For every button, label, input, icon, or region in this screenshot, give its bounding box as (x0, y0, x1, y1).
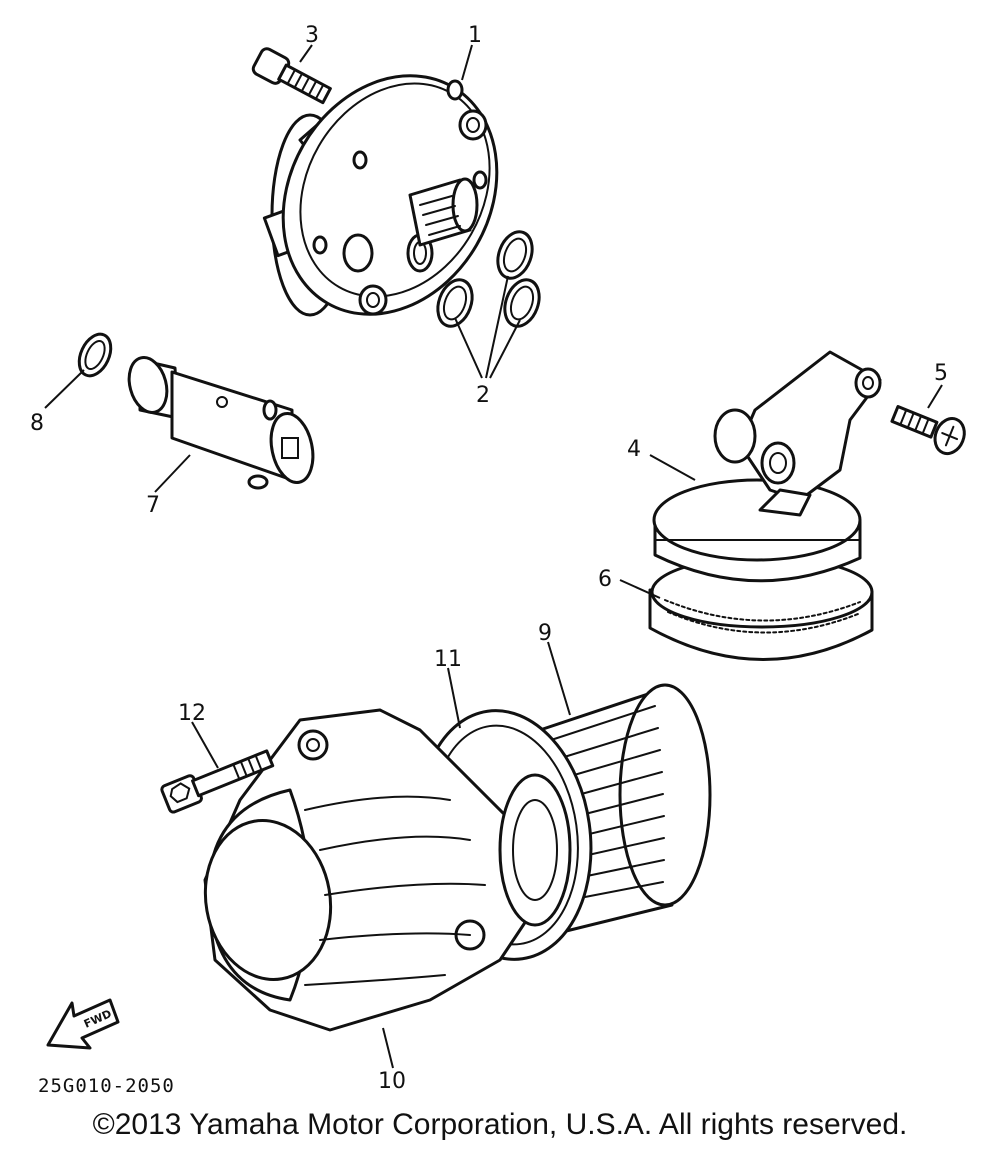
callout-numbers: 1 3 2 5 4 6 7 8 9 11 12 10 (30, 23, 948, 1094)
copyright-notice: ©2013 Yamaha Motor Corporation, U.S.A. A… (92, 1108, 908, 1141)
o-rings-2 (436, 230, 541, 328)
callout-5: 5 (934, 361, 948, 386)
drive-shaft-coupling-7 (127, 356, 315, 490)
callout-10: 10 (378, 1069, 406, 1094)
bolt-5 (890, 405, 966, 456)
callout-9: 9 (538, 621, 552, 646)
callout-6: 6 (598, 567, 612, 592)
washer-8 (77, 332, 113, 378)
callout-3: 3 (305, 23, 319, 48)
oil-filter-cover-10 (203, 708, 572, 1032)
callout-8: 8 (30, 411, 44, 436)
oil-strainer-cap-4 (652, 350, 882, 583)
oil-pump-exploded-diagram: FWD 1 3 2 5 4 6 7 8 9 11 12 10 25G010-20… (30, 23, 966, 1097)
bolt-3 (251, 47, 332, 105)
diagram-code: 25G010-2050 (38, 1075, 175, 1097)
callout-7: 7 (146, 493, 160, 518)
callout-11: 11 (434, 647, 462, 672)
forward-arrow-icon: FWD (46, 998, 120, 1050)
bolt-12 (160, 749, 275, 814)
callout-12: 12 (178, 701, 206, 726)
leader-lines (44, 44, 943, 1069)
oil-pump-body (262, 74, 499, 317)
callout-1: 1 (468, 23, 482, 48)
callout-4: 4 (627, 437, 641, 462)
callout-2: 2 (476, 383, 490, 408)
